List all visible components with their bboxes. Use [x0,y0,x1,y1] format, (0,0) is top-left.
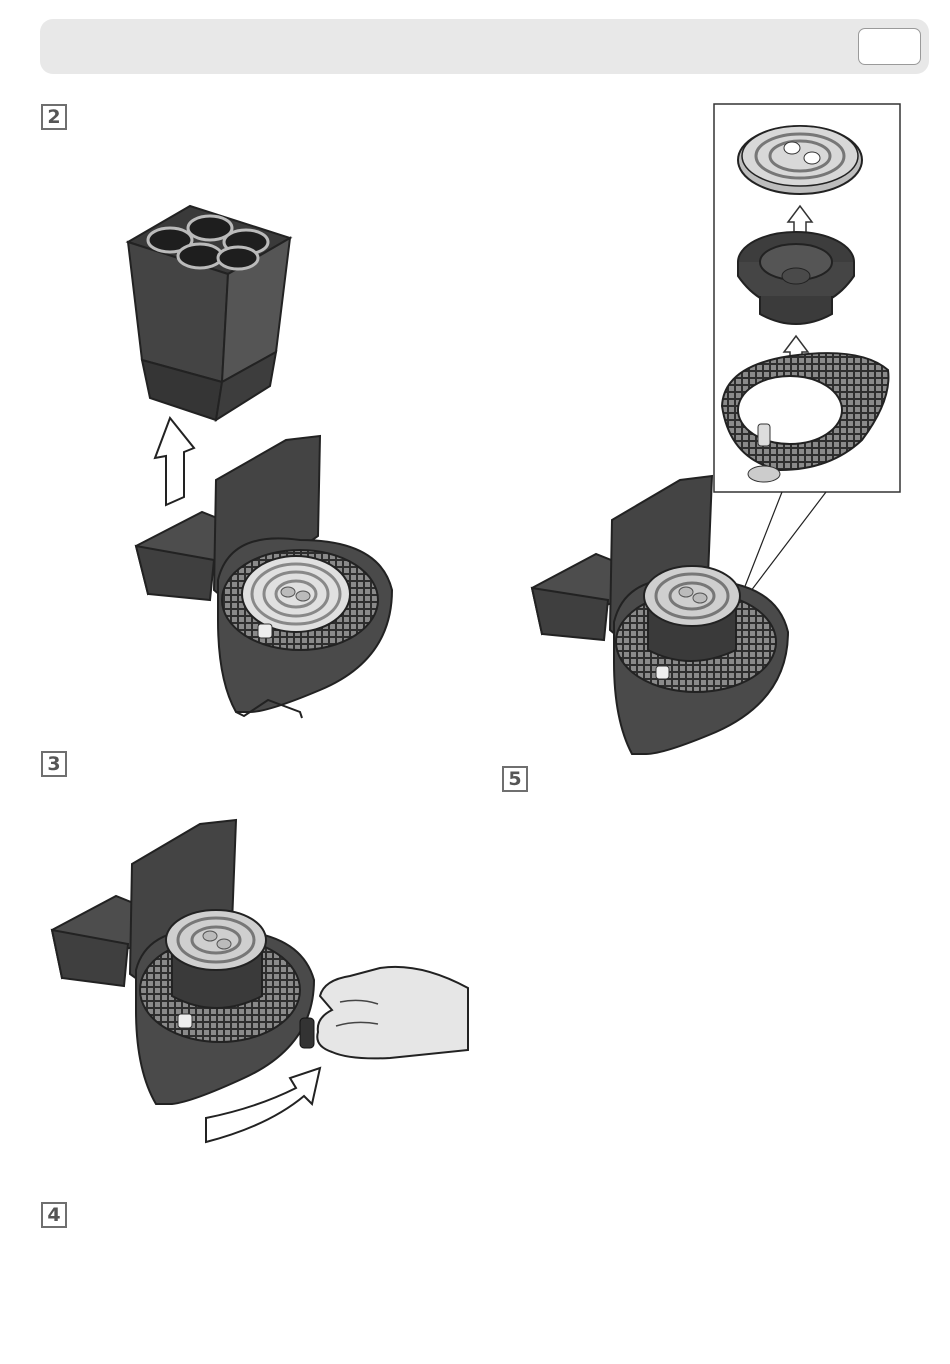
figure-step-3 [52,820,468,1142]
hand [317,967,468,1059]
machine-base [532,476,788,754]
capsule-container [128,206,290,420]
figure-step-5 [532,104,900,754]
machine-base [52,820,314,1104]
filter-disc [738,126,862,194]
figure-step-2 [128,206,392,718]
callout-line [742,492,782,594]
up-arrow-icon [155,418,194,505]
callout-line [744,492,826,600]
